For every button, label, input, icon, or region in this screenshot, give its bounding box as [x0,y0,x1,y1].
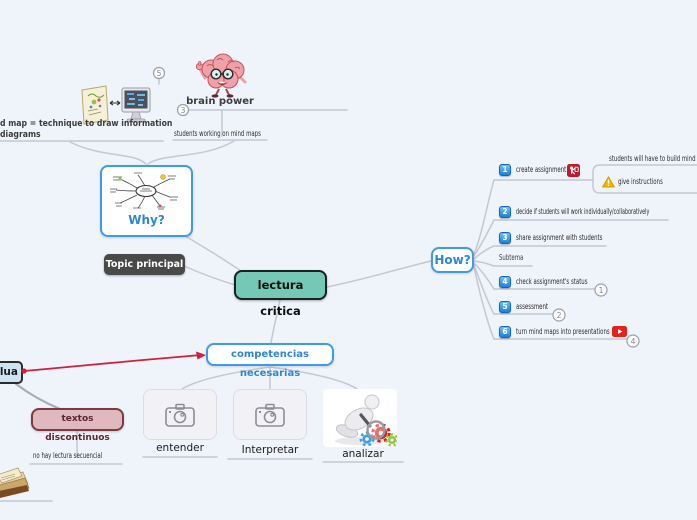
topic-interpretar-image[interactable] [233,389,307,440]
step2-label[interactable]: decide if students will work individuall… [516,207,650,216]
topic-subtema[interactable]: Subtema [499,253,524,262]
sketch-vs-computer-image [81,85,151,125]
topic-why-label: Why? [128,213,165,227]
step6-label[interactable]: turn mind maps into presentations [516,327,610,336]
topic-no-hay-lectura[interactable]: no hay lectura secuencial [33,451,103,460]
hand-drawn-mindmap-image [110,172,178,210]
step3-label[interactable]: share assignment with students [516,233,603,242]
camera-placeholder-icon [165,403,195,427]
interpretar-label: Interpretar [241,444,299,456]
topic-analizar-image[interactable] [323,389,397,447]
lectura-critica-label: lectura critica [257,278,304,318]
step5-number-badge: 5 [499,301,511,313]
entender-label: entender [156,442,204,454]
topic-how-label: How? [434,253,471,267]
analizar-label: analizar [342,448,384,460]
topic-textos-discontinuos[interactable]: textos discontinuos [31,408,124,443]
step1-label[interactable]: create assignment [516,165,567,174]
presenter-icon [567,164,580,177]
step4-number-badge: 4 [499,276,511,288]
camera-placeholder-icon [255,403,285,427]
topic-entender-image[interactable] [143,389,217,440]
mindmap-definition-line1: d map = technique to draw information [0,119,173,129]
topic-lectura-critica[interactable]: lectura critica [234,270,327,318]
step5-label[interactable]: assessment [516,302,549,311]
warning-icon [602,176,615,188]
topic-evalua[interactable]: alua [0,361,23,384]
textos-discontinuos-label: textos discontinuos [45,414,110,443]
topic-students-working[interactable]: students working on mind maps [174,128,261,140]
brain-cartoon-image [195,53,247,98]
topic-brain-power[interactable]: brain power [186,96,254,107]
topic-how[interactable]: How? [431,247,474,273]
students-working-label: students working on mind maps [174,129,261,138]
topic-competencias[interactable]: competencias necesarias [206,343,334,379]
competencias-label: competencias necesarias [231,349,309,379]
brain-power-label: brain power [186,96,254,107]
topic-principal-label: Topic principal [105,259,184,270]
evalua-label: alua [0,366,18,378]
book-image [0,467,30,499]
step6-number-badge: 6 [499,326,511,338]
topic-students-build[interactable]: students will have to build mind [609,154,696,163]
mindmap-definition-line2: diagrams [0,130,41,140]
topic-why[interactable]: Why? [100,165,193,237]
youtube-icon [612,326,627,337]
step2-number-badge: 2 [499,206,511,218]
figure-with-magnifier-and-gears-image [335,394,397,447]
step4-label[interactable]: check assignment's status [516,277,588,286]
step1-number-badge: 1 [499,164,511,176]
step3-number-badge: 3 [499,232,511,244]
topic-principal[interactable]: Topic principal [104,254,185,275]
topic-mindmap-definition[interactable]: d map = technique to draw information di… [0,119,172,141]
topic-give-instructions[interactable]: give instructions [618,177,663,186]
